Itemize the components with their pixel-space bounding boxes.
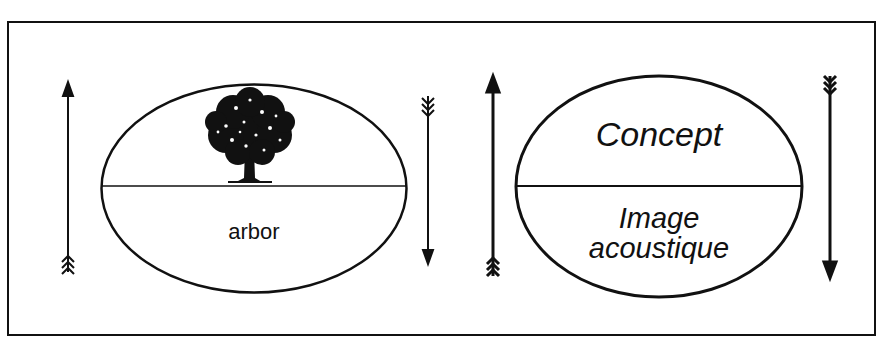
down-arrow [824,76,836,278]
up-arrow [62,82,74,274]
frame [8,22,875,335]
signified-label: Concept [513,117,805,153]
divider-line [102,185,407,187]
signifier-word: arbor [99,220,409,243]
ellipse-border [102,85,407,293]
ellipse-border [516,76,802,297]
sign-ellipse: ConceptImage acoustique [513,73,805,300]
down-arrow [422,96,434,264]
up-arrow [487,76,499,276]
signifier-label: Image acoustique [564,203,754,264]
tree-illustration [205,87,295,182]
ellipse-outline [99,82,409,295]
divider-line [516,185,802,187]
sign-ellipse: arbor [99,82,409,295]
ellipse-outline [513,73,805,300]
